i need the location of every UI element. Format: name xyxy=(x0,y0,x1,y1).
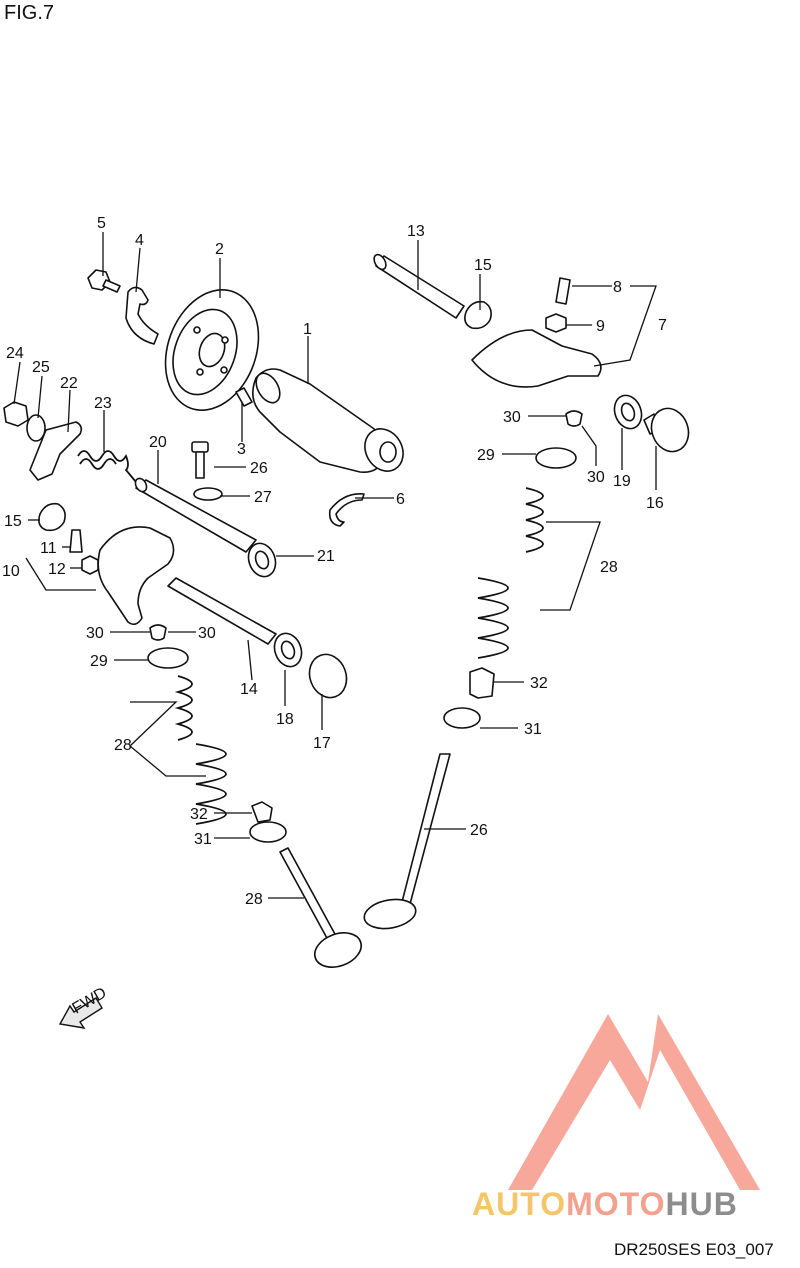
part-13-shaft xyxy=(373,253,465,319)
callout-4: 4 xyxy=(135,232,144,249)
callout-30-c: 30 xyxy=(503,409,521,426)
callout-16-left: 17 xyxy=(313,735,331,752)
callout-1: 1 xyxy=(303,321,312,338)
callout-30-a: 30 xyxy=(86,625,104,642)
callout-31-right: 31 xyxy=(524,721,542,738)
part-29-retainer-right xyxy=(535,447,577,469)
callout-6: 6 xyxy=(396,491,405,508)
callout-16-right: 16 xyxy=(646,495,664,512)
callout-32-left: 32 xyxy=(190,806,208,823)
callout-15-right: 15 xyxy=(474,257,492,274)
callout-21: 23 xyxy=(94,395,112,412)
callout-11: 11 xyxy=(40,540,57,557)
part-7-rocker-arm xyxy=(471,329,602,388)
callout-9: 9 xyxy=(596,318,605,335)
callout-2: 2 xyxy=(215,241,224,258)
part-11-screw xyxy=(69,529,83,553)
logo-word-hub: HUB xyxy=(665,1186,738,1222)
part-9-nut xyxy=(545,313,567,333)
part-25-washer xyxy=(193,487,223,501)
part-31-seat-right xyxy=(443,707,481,729)
part-3-pin xyxy=(235,387,253,407)
logo-mark xyxy=(508,1014,760,1190)
part-16-cap-left xyxy=(308,653,348,699)
callout-23: 25 xyxy=(32,359,50,376)
part-8-screw xyxy=(555,277,571,305)
callout-30-d: 30 xyxy=(587,469,605,486)
callout-12: 12 xyxy=(48,561,66,578)
callout-24: 26 xyxy=(250,460,268,477)
callout-27: 28 xyxy=(245,891,263,908)
callout-18: 20 xyxy=(149,434,167,451)
callout-3: 3 xyxy=(237,441,246,458)
callout-7: 7 xyxy=(658,317,667,334)
part-5-bolt xyxy=(87,269,121,293)
callout-17-right: 19 xyxy=(613,473,631,490)
callout-28-left: 28 xyxy=(114,737,132,754)
part-2-cam-sprocket xyxy=(164,289,260,411)
part-4-plate xyxy=(125,286,159,345)
part-16-cap-right xyxy=(643,407,690,453)
part-32-seal-left xyxy=(251,801,273,823)
callout-22: 24 xyxy=(6,345,24,362)
callout-14: 14 xyxy=(240,681,258,698)
part-27-valve xyxy=(279,847,363,968)
part-28-springs-left xyxy=(174,675,227,825)
part-30-cotter-right xyxy=(565,410,583,427)
callout-28-right: 28 xyxy=(600,559,618,576)
part-31-seat-left xyxy=(249,821,287,843)
part-22-nut xyxy=(3,401,29,427)
part-14-shaft xyxy=(167,577,277,645)
logo-word-auto: AUTO xyxy=(472,1186,567,1222)
part-15-gasket-left xyxy=(38,502,66,532)
figure-title: FIG.7 xyxy=(4,2,55,24)
part-18-shaft xyxy=(134,477,257,553)
part-30-cotter-left xyxy=(149,624,167,641)
part-10-rocker-arm xyxy=(97,526,175,626)
part-17-bush-left xyxy=(273,632,303,668)
callout-15-left: 15 xyxy=(4,513,22,530)
callout-10: 10 xyxy=(2,563,20,580)
callout-numbers: 5 4 2 1 3 6 13 15 8 9 7 24 25 22 23 20 2… xyxy=(2,215,667,908)
callout-26: 26 xyxy=(470,822,488,839)
logo-word-moto: MOTO xyxy=(566,1186,666,1222)
part-32-seal-right xyxy=(469,667,495,699)
part-6-clip xyxy=(328,493,365,527)
part-26-valve xyxy=(363,753,451,930)
callout-31-left: 31 xyxy=(194,831,212,848)
callout-25: 27 xyxy=(254,489,272,506)
part-12-nut xyxy=(81,555,99,575)
callout-8: 8 xyxy=(613,279,622,296)
callout-13: 13 xyxy=(407,223,425,240)
callout-5: 5 xyxy=(97,215,106,232)
callout-30-b: 30 xyxy=(198,625,216,642)
logo-wordmark: AUTOMOTOHUB xyxy=(472,1186,738,1223)
callout-32-right: 32 xyxy=(530,675,548,692)
callout-19: 21 xyxy=(317,548,335,565)
part-29-retainer-left xyxy=(147,647,189,669)
part-1-camshaft xyxy=(252,368,404,473)
part-17-bush-right xyxy=(613,394,643,430)
callout-17-left: 18 xyxy=(276,711,294,728)
leader-lines xyxy=(13,232,657,899)
part-19-bush xyxy=(247,542,277,578)
callout-29-left: 29 xyxy=(90,653,108,670)
part-20-plate xyxy=(29,421,83,481)
part-15-gasket-right xyxy=(464,300,492,330)
part-24-bolt xyxy=(191,441,209,479)
part-23-washer xyxy=(26,414,46,442)
figure-code: DR250SES E03_007 xyxy=(614,1240,774,1259)
fwd-arrow: FWD xyxy=(58,985,110,1029)
part-28-springs-right xyxy=(477,487,544,659)
callout-20: 22 xyxy=(60,375,78,392)
part-21-spring xyxy=(77,450,137,483)
callout-29-right: 29 xyxy=(477,447,495,464)
